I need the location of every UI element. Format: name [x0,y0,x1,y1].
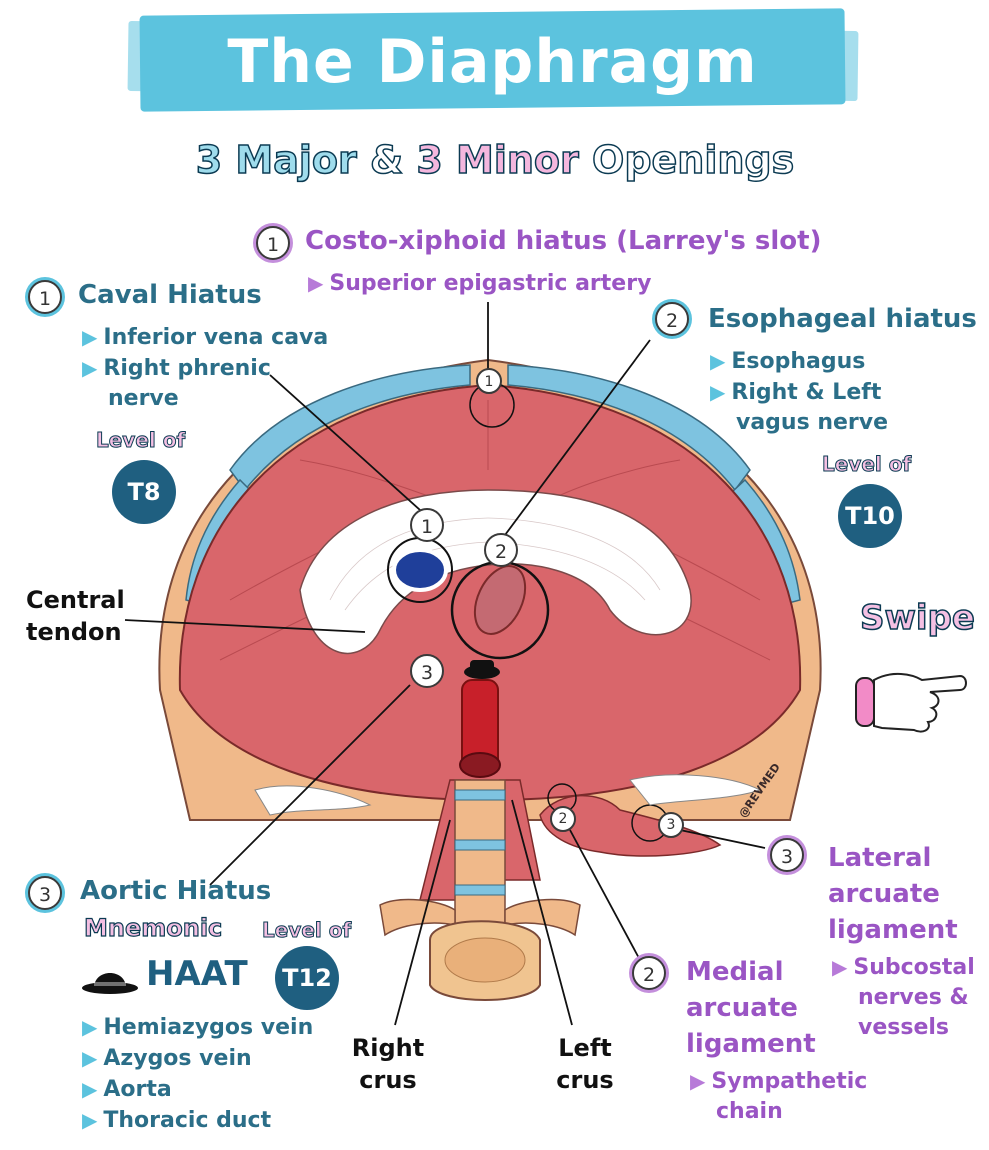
subtitle-major: 3 Major [195,137,358,183]
costo-number: 1 [256,226,290,260]
caval-item: nerve [108,386,179,411]
costo-item: ▶Superior epigastric artery [308,268,651,299]
right-crus-label: Right crus [348,1032,428,1096]
right-crus-line2: crus [359,1066,417,1094]
esophageal-heading: Esophageal hiatus [708,304,977,334]
central-tendon-line2: tendon [26,618,122,646]
left-crus-label: Left crus [545,1032,625,1096]
ivc-opening [392,548,448,592]
esophageal-item: ▶Right & Left [710,380,882,405]
chevron-right-icon: ▶ [82,1046,98,1070]
marker-lateral-arcuate: 3 [658,812,684,838]
pointing-hand-icon[interactable] [852,650,972,740]
costal-cartilage-left [229,364,471,492]
esophageal-item: ▶Esophagus [710,349,866,374]
lateral-line2: arcuate [828,879,940,909]
lateral-number: 3 [770,838,804,872]
costo-item-text: Superior epigastric artery [329,271,652,296]
aortic-list: ▶Hemiazygos vein ▶Azygos vein ▶Aorta ▶Th… [82,1012,342,1136]
medial-number: 2 [632,956,666,990]
callout-lines [124,302,766,1026]
esophagus-opening [473,565,527,635]
lateral-item: ▶Subcostal nerves & vessels [832,955,975,1040]
medial-item: ▶Sympathetic chain [690,1069,868,1124]
aortic-item: ▶Hemiazygos vein [82,1015,314,1040]
chevron-right-icon: ▶ [82,325,98,349]
medial-line1: Medial [686,957,784,987]
subtitle: 3 Major & 3 Minor Openings [150,136,840,184]
left-crus-line1: Left [558,1034,612,1062]
aortic-number: 3 [28,876,62,910]
aortic-level-label: Level of [261,918,352,943]
lateral-heading: Lateral arcuate ligament [828,840,958,948]
subtitle-amp: & [356,137,417,183]
mnemonic-text: HAAT [146,954,248,994]
chevron-right-icon: ▶ [710,380,726,404]
chevron-right-icon: ▶ [82,356,98,380]
caval-list: ▶Inferior vena cava ▶Right phrenic nerve [82,322,342,414]
mnemonic-label: Mnemonic [83,913,223,942]
marker-costo-xiphoid: 1 [476,368,502,394]
subtitle-minor: 3 Minor [416,137,580,183]
spine-column [454,779,506,941]
aortic-item: ▶Azygos vein [82,1046,252,1071]
caval-number: 1 [28,280,62,314]
caval-level-badge: T8 [112,460,176,524]
chevron-right-icon: ▶ [690,1069,706,1093]
esophageal-number: 2 [655,302,689,336]
central-tendon-line1: Central [26,586,125,614]
aortic-level-badge: T12 [275,946,339,1010]
medial-arcuate-ligament [539,794,722,857]
aortic-item: ▶Thoracic duct [82,1108,272,1133]
lateral-line3: ligament [828,915,958,945]
left-crus-line2: crus [556,1066,614,1094]
marker-medial-arcuate: 2 [550,806,576,832]
aortic-heading: Aortic Hiatus [80,876,272,906]
subtitle-openings: Openings [578,137,795,183]
caval-level-label: Level of [95,428,186,453]
swipe-label[interactable]: Swipe [859,597,975,639]
right-crus-line1: Right [351,1034,425,1062]
marker-aortic: 3 [410,654,444,688]
lateral-line1: Lateral [828,843,932,873]
chevron-right-icon: ▶ [832,955,848,979]
marker-caval: 1 [410,508,444,542]
esophageal-item: vagus nerve [736,410,889,435]
aortic-item: ▶Aorta [82,1077,172,1102]
central-tendon-shape [299,489,692,655]
caval-item: ▶Inferior vena cava [82,325,329,350]
chevron-right-icon: ▶ [308,271,324,295]
esophageal-level-label: Level of [821,452,912,477]
esophageal-level-badge: T10 [838,484,902,548]
medial-heading: Medial arcuate ligament [686,954,816,1062]
chevron-right-icon: ▶ [710,349,726,373]
page-title: The Diaphragm [227,27,758,97]
bowler-hat-icon [82,973,138,994]
medial-line2: arcuate [686,993,798,1023]
marker-esophageal: 2 [484,533,518,567]
caval-heading: Caval Hiatus [78,280,262,310]
medial-line3: ligament [686,1029,816,1059]
esophageal-list: ▶Esophagus ▶Right & Left vagus nerve [710,346,940,438]
chevron-right-icon: ▶ [82,1077,98,1101]
chevron-right-icon: ▶ [82,1015,98,1039]
chevron-right-icon: ▶ [82,1108,98,1132]
costo-heading: Costo-xiphoid hiatus (Larrey's slot) [305,226,822,256]
central-tendon-label: Central tendon [26,584,125,648]
caval-item: ▶Right phrenic [82,356,271,381]
